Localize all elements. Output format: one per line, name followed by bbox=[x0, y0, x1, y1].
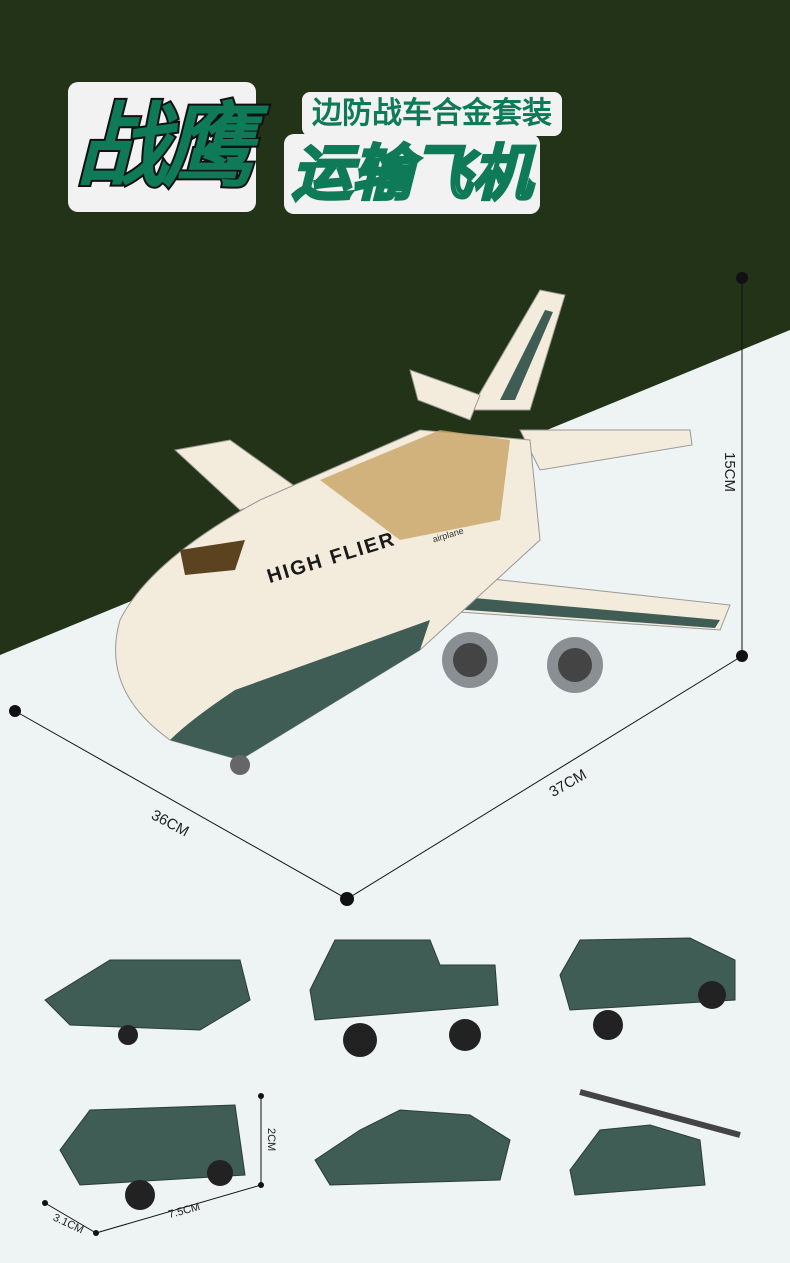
vehicle-armored-truck bbox=[309, 939, 499, 1021]
logo-main-text: 运输飞机 bbox=[284, 134, 540, 214]
brand-logo: 战鹰 边防战车合金套装 运输飞机 bbox=[62, 82, 562, 222]
logo-subtitle: 边防战车合金套装 bbox=[302, 92, 562, 136]
vehicle-tank bbox=[314, 1109, 511, 1186]
vehicle-height-label: 2CM bbox=[265, 1128, 277, 1152]
height-label: 15CM bbox=[721, 452, 738, 493]
dimension-lines bbox=[14, 278, 743, 1234]
logo-big-text: 战鹰 bbox=[68, 82, 256, 212]
toy-airplane bbox=[115, 289, 731, 775]
helicopter-rotor bbox=[579, 1089, 741, 1138]
vehicle-helicopter bbox=[569, 1124, 706, 1196]
vehicle-wheels bbox=[118, 981, 726, 1210]
vehicle-humvee bbox=[559, 937, 736, 1011]
dimension-dots bbox=[9, 272, 748, 1236]
vehicle-apc bbox=[59, 1104, 246, 1186]
vehicles bbox=[44, 937, 736, 1196]
vehicle-boat bbox=[44, 959, 251, 1031]
